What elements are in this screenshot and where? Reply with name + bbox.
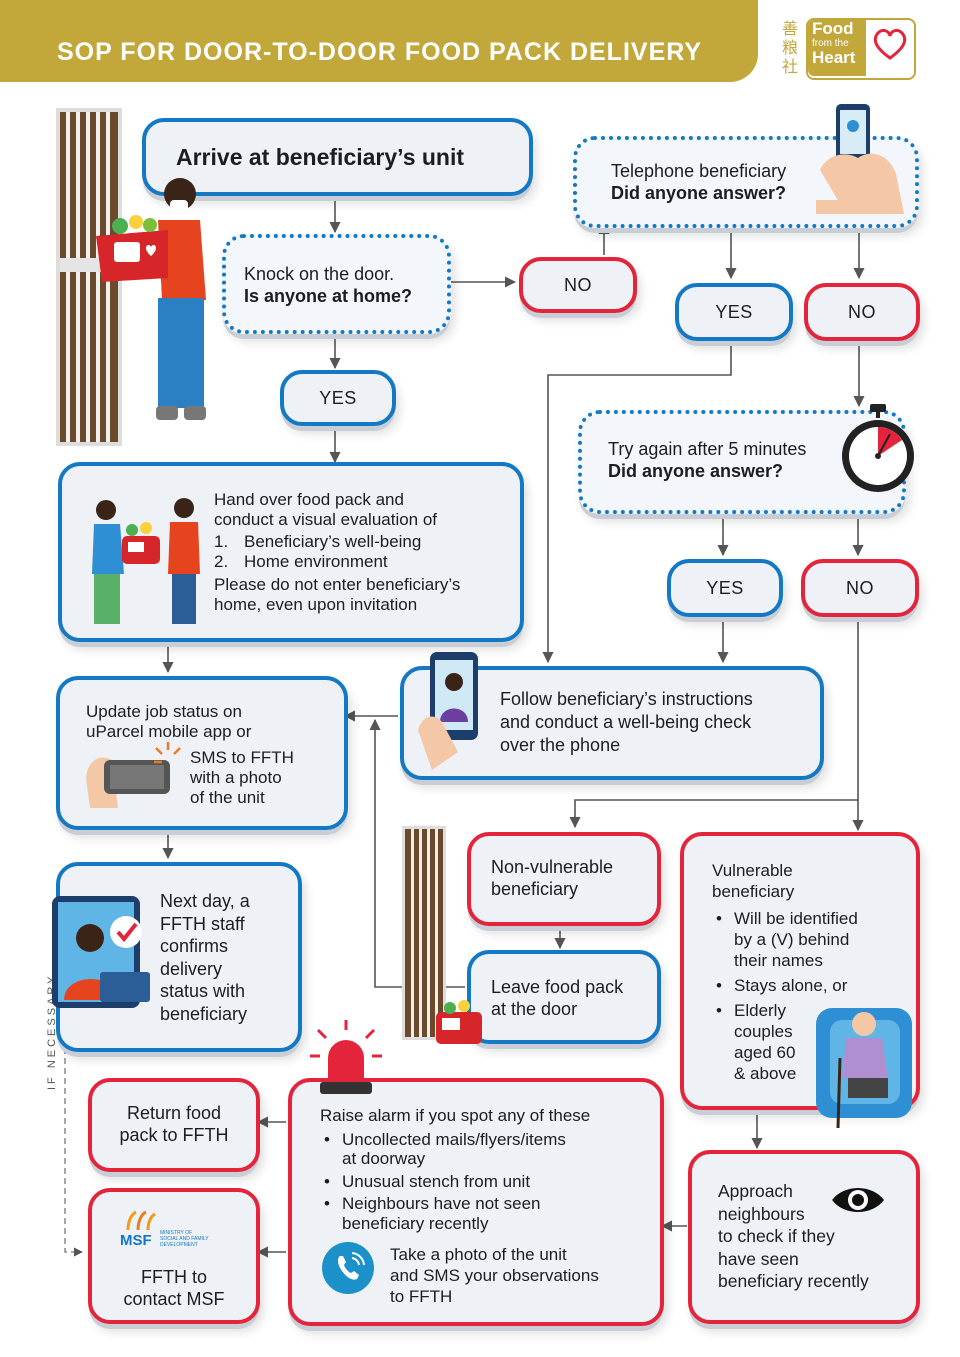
food-pack-bag-icon bbox=[436, 1000, 482, 1044]
sms-line2: with a photo bbox=[190, 768, 282, 787]
contact-msf-box: MSF MINISTRY OF SOCIAL AND FAMILY DEVELO… bbox=[88, 1188, 260, 1324]
telephone-line2: Did anyone answer? bbox=[611, 183, 787, 203]
staff-call-illustration bbox=[52, 896, 150, 1008]
update-line1: Update job status on bbox=[86, 702, 242, 721]
vulnerable-criteria-item: Stays alone, or bbox=[712, 975, 858, 996]
try-yes-pill: YES bbox=[667, 559, 783, 617]
handover-intro-line2: conduct a visual evaluation of bbox=[214, 510, 438, 529]
try-again-line2: Did anyone answer? bbox=[608, 461, 784, 481]
knock-no-label: NO bbox=[564, 274, 592, 295]
sms-line3: of the unit bbox=[190, 788, 265, 807]
handover-note-line1: Please do not enter beneficiary’s bbox=[214, 575, 461, 594]
phone-call-icon bbox=[322, 1242, 374, 1294]
arrive-box: Arrive at beneficiary’s unit bbox=[142, 118, 533, 196]
header-banner: SOP FOR DOOR-TO-DOOR FOOD PACK DELIVERY bbox=[0, 0, 758, 82]
handover-intro-line1: Hand over food pack and bbox=[214, 490, 404, 509]
telephone-line1: Telephone beneficiary bbox=[611, 161, 787, 181]
sms-line1: SMS to FFTH bbox=[190, 748, 294, 767]
knock-question-line2: Is anyone at home? bbox=[244, 286, 413, 306]
follow-line2: and conduct a well-being check bbox=[500, 712, 752, 732]
heart-icon bbox=[873, 28, 907, 60]
delivery-person-illustration bbox=[96, 178, 206, 420]
elderly-person-illustration bbox=[816, 1008, 912, 1129]
handover-illustration bbox=[92, 498, 200, 624]
alarm-siren-icon bbox=[310, 1020, 382, 1094]
knock-yes-label: YES bbox=[319, 387, 357, 408]
update-status-box: Update job status on uParcel mobile app … bbox=[56, 676, 348, 830]
handover-item: 2.Home environment bbox=[214, 552, 388, 571]
return-pack-box: Return food pack to FFTH bbox=[88, 1078, 260, 1172]
try-no-pill: NO bbox=[801, 559, 919, 617]
knock-question-line1: Knock on the door. bbox=[244, 264, 395, 284]
alarm-item: Neighbours have not seen beneficiary rec… bbox=[320, 1194, 590, 1233]
try-again-line1: Try again after 5 minutes bbox=[608, 439, 807, 459]
raise-alarm-box: Raise alarm if you spot any of these Unc… bbox=[288, 1078, 664, 1326]
camera-flash-icon bbox=[154, 742, 181, 764]
tel-no-label: NO bbox=[848, 301, 876, 322]
vulnerable-criteria-item: Will be identified by a (V) behind their… bbox=[712, 908, 858, 971]
msf-figures-icon bbox=[126, 1210, 156, 1231]
alarm-item: Uncollected mails/flyers/items at doorwa… bbox=[320, 1130, 590, 1169]
knock-yes-pill: YES bbox=[280, 370, 396, 426]
tel-yes-pill: YES bbox=[675, 283, 793, 341]
eye-icon bbox=[832, 1188, 884, 1212]
tel-no-pill: NO bbox=[804, 283, 920, 341]
approach-neighbours-box: Approach neighbours to check if they hav… bbox=[688, 1150, 920, 1324]
page-title: SOP FOR DOOR-TO-DOOR FOOD PACK DELIVERY bbox=[57, 38, 703, 66]
vulnerable-criteria-item: Elderly couples aged 60 & above bbox=[712, 1000, 858, 1084]
alarm-title: Raise alarm if you spot any of these bbox=[320, 1106, 591, 1125]
try-no-label: NO bbox=[846, 577, 874, 598]
ffth-logo: 善 粮 社 Food from the Heart bbox=[780, 18, 916, 80]
try-yes-label: YES bbox=[706, 577, 744, 598]
arrive-label: Arrive at beneficiary’s unit bbox=[176, 144, 465, 170]
knock-door-box: Knock on the door. Is anyone at home? bbox=[222, 234, 451, 334]
door-gate-small-illustration bbox=[402, 826, 446, 1040]
non-vulnerable-box: Non-vulnerable beneficiary bbox=[467, 832, 661, 926]
knock-no-pill: NO bbox=[519, 257, 637, 313]
msf-logo: MSF MINISTRY OF SOCIAL AND FAMILY DEVELO… bbox=[120, 1210, 238, 1252]
leave-pack-box: Leave food pack at the door bbox=[467, 950, 661, 1044]
follow-line1: Follow beneficiary’s instructions bbox=[500, 689, 753, 709]
phone-photo-illustration bbox=[86, 757, 170, 808]
follow-line3: over the phone bbox=[500, 735, 621, 755]
tel-yes-label: YES bbox=[715, 301, 753, 322]
video-call-phone-icon bbox=[418, 652, 478, 770]
update-line2: uParcel mobile app or bbox=[86, 722, 252, 741]
handover-item: 1.Beneficiary’s well-being bbox=[214, 532, 422, 551]
alarm-item: Unusual stench from unit bbox=[320, 1172, 590, 1192]
stopwatch-icon bbox=[842, 404, 914, 492]
handover-note-line2: home, even upon invitation bbox=[214, 595, 418, 614]
phone-hand-illustration bbox=[816, 104, 904, 214]
